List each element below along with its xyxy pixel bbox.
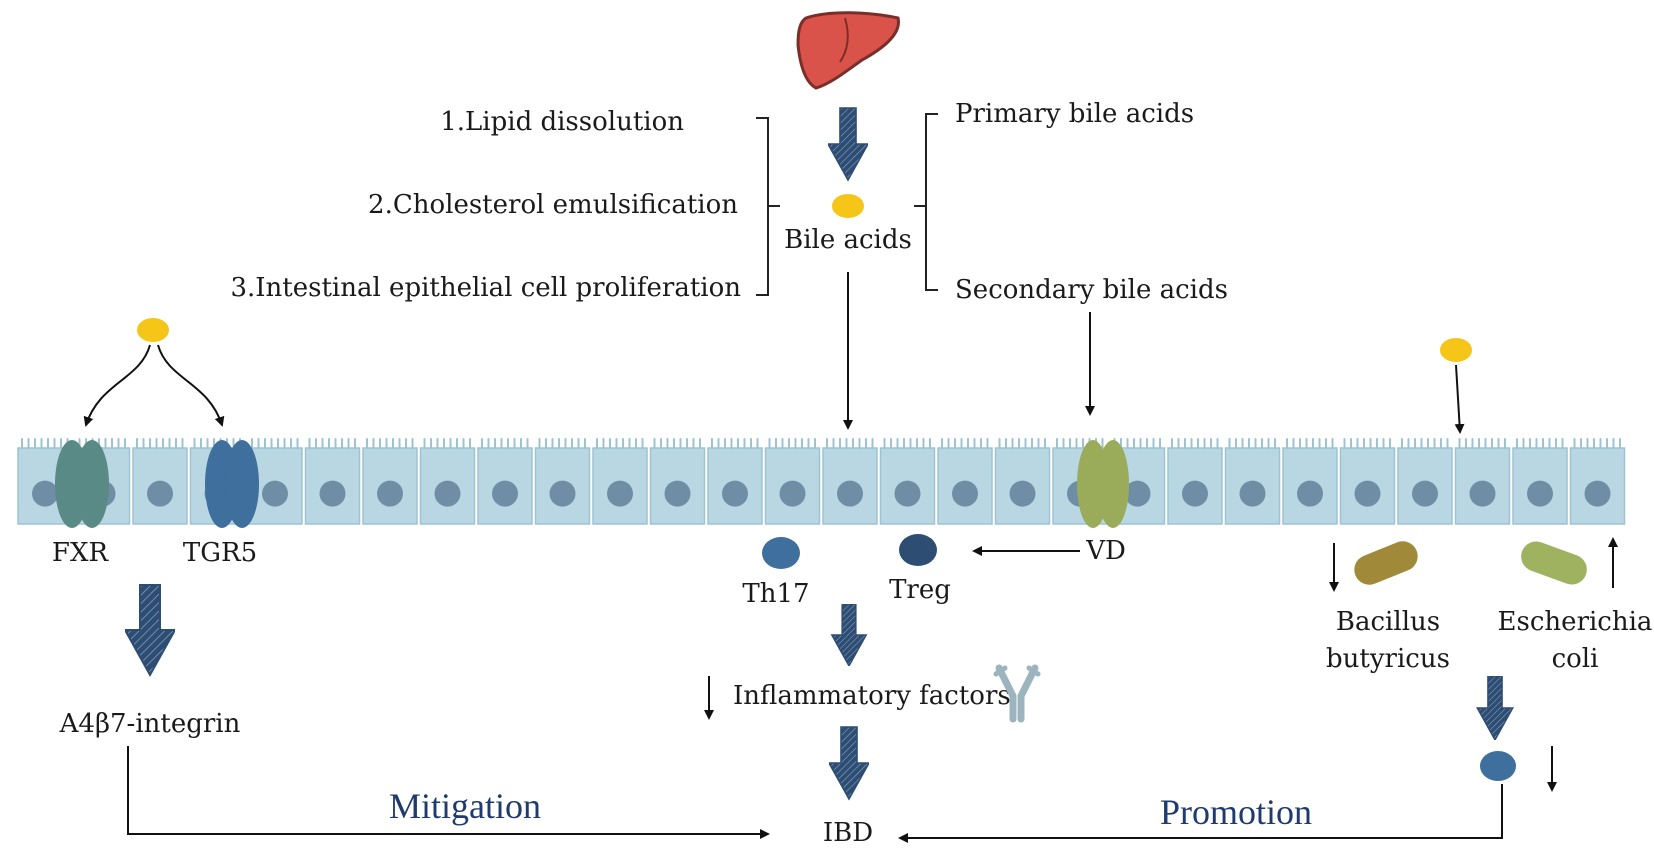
receptor-to-integrin-arrow-icon xyxy=(125,583,175,677)
nucleus-icon xyxy=(779,480,806,507)
integrin-to-ibd-arrow xyxy=(127,746,770,839)
epithelial-cell xyxy=(419,438,476,525)
epithelial-cell xyxy=(1282,438,1338,525)
inflammatory-factors-label: Inflammatory factors xyxy=(733,681,1011,711)
epithelial-cell xyxy=(994,438,1051,525)
nucleus-icon xyxy=(434,480,461,507)
bile-acid-dot-right-icon xyxy=(1440,338,1472,362)
nucleus-icon xyxy=(837,480,863,507)
function-epithelial-proliferation: 3.Intestinal epithelial cell proliferati… xyxy=(230,273,741,303)
nucleus-icon xyxy=(262,480,288,507)
nucleus-icon xyxy=(1412,480,1438,507)
bacillus-label-line2: butyricus xyxy=(1326,644,1450,674)
promotion-label: Promotion xyxy=(1160,792,1312,832)
liver-icon xyxy=(796,11,900,90)
th17-cell-icon xyxy=(762,537,800,569)
nucleus-icon xyxy=(1584,480,1611,507)
nucleus-icon xyxy=(607,480,633,507)
epithelial-cell xyxy=(1512,438,1568,525)
nucleus-icon xyxy=(894,480,921,507)
treg-label: Treg xyxy=(889,575,951,605)
epithelial-cell xyxy=(1454,438,1511,525)
nucleus-icon xyxy=(1354,480,1381,507)
bacteria-to-metabolite-arrow-icon xyxy=(1476,676,1514,740)
antibody-icon xyxy=(993,664,1041,723)
th17-label: Th17 xyxy=(742,579,809,609)
epithelial-cell xyxy=(477,438,533,525)
vd-label: VD xyxy=(1085,536,1126,566)
mitigation-label: Mitigation xyxy=(389,786,541,826)
nucleus-icon xyxy=(722,480,748,507)
ecoli-label-line1: Escherichia xyxy=(1498,607,1653,637)
bile-acid-dot-icon xyxy=(832,194,864,218)
epithelial-cell xyxy=(937,438,993,525)
bile-acids-label: Bile acids xyxy=(784,225,912,255)
bile-acid-right-arrow xyxy=(1454,364,1465,434)
epithelial-cell xyxy=(1397,438,1453,525)
function-lipid-dissolution: 1.Lipid dissolution xyxy=(440,107,684,137)
nucleus-icon xyxy=(549,480,576,507)
bile-acid-dot-left-icon xyxy=(137,318,169,342)
function-cholesterol-emulsification: 2.Cholesterol emulsification xyxy=(368,190,738,220)
right-bracket xyxy=(914,113,938,291)
fxr-label: FXR xyxy=(52,538,110,568)
bile-acid-to-tgr5-arrow xyxy=(157,344,225,427)
bacillus-label-line1: Bacillus xyxy=(1336,607,1440,637)
liver-down-arrow-icon xyxy=(828,107,868,181)
ibd-label: IBD xyxy=(823,818,873,848)
epithelial-cell xyxy=(707,438,763,525)
escherichia-coli-icon xyxy=(1521,541,1587,585)
epithelial-cell xyxy=(1339,438,1396,525)
epithelial-cell xyxy=(304,438,361,525)
epithelial-cell xyxy=(1167,438,1223,525)
vd-receptor-icon xyxy=(1077,440,1129,528)
nucleus-icon xyxy=(952,480,978,507)
epithelial-cell xyxy=(1569,438,1626,525)
inflammatory-to-ibd-arrow-icon xyxy=(829,726,869,800)
ecoli-label-line2: coli xyxy=(1552,644,1599,674)
bile-acid-to-fxr-arrow xyxy=(83,344,151,427)
bacillus-butyricus-icon xyxy=(1354,541,1418,585)
epithelial-cell xyxy=(822,438,878,525)
primary-bile-acids-label: Primary bile acids xyxy=(955,99,1194,129)
epithelial-cell xyxy=(534,438,591,525)
epithelial-cell xyxy=(764,438,821,525)
epithelium-layer xyxy=(17,438,1626,525)
nucleus-icon xyxy=(664,480,691,507)
nucleus-icon xyxy=(1009,480,1036,507)
integrin-label: A4β7-integrin xyxy=(59,709,241,739)
nucleus-icon xyxy=(1182,480,1208,507)
nucleus-icon xyxy=(1124,480,1151,507)
epithelial-cell xyxy=(1224,438,1281,525)
nucleus-icon xyxy=(492,480,518,507)
epithelial-cell xyxy=(592,438,648,525)
nucleus-icon xyxy=(1527,480,1553,507)
nucleus-icon xyxy=(32,480,58,507)
left-bracket xyxy=(756,117,780,296)
promotion-to-ibd-arrow xyxy=(898,784,1503,843)
epithelial-cell xyxy=(879,438,936,525)
tgr5-receptor-icon xyxy=(205,440,259,528)
nucleus-icon xyxy=(377,480,403,507)
nucleus-icon xyxy=(1297,480,1323,507)
secondary-metabolite-dot-icon xyxy=(1480,751,1516,781)
fxr-receptor-icon xyxy=(55,440,109,528)
epithelial-cell xyxy=(132,438,188,525)
nucleus-icon xyxy=(1239,480,1266,507)
nucleus-icon xyxy=(1469,480,1496,507)
cells-to-inflammatory-arrow-icon xyxy=(830,604,868,666)
epithelial-cell xyxy=(362,438,418,525)
secondary-bile-acids-label: Secondary bile acids xyxy=(955,275,1228,305)
nucleus-icon xyxy=(147,480,173,507)
treg-cell-icon xyxy=(899,534,937,566)
tgr5-label: TGR5 xyxy=(183,538,257,568)
nucleus-icon xyxy=(319,480,346,507)
epithelial-cell xyxy=(649,438,706,525)
